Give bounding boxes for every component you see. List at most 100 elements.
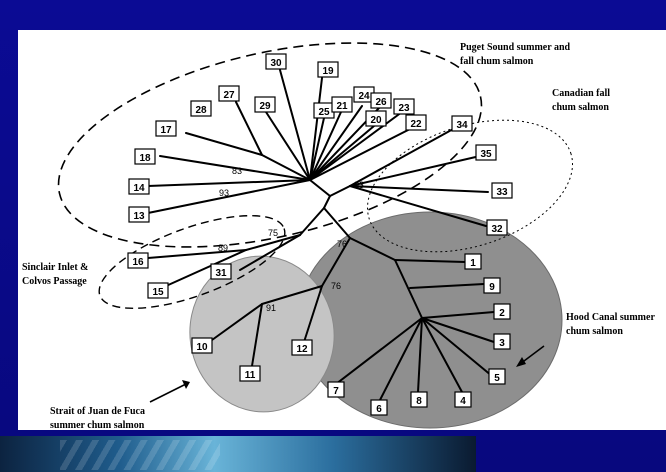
svg-text:27: 27 (223, 90, 235, 101)
leaf-3: 3 (493, 333, 511, 350)
canadian-label-line2: chum salmon (552, 102, 609, 113)
figure-panel: 83 93 83 89 75 76 76 91 1 9 2 3 5 4 8 6 … (18, 30, 666, 430)
leaf-31: 31 (210, 263, 232, 280)
svg-text:21: 21 (336, 101, 348, 112)
svg-text:20: 20 (370, 115, 382, 126)
sinclair-label-line2: Colvos Passage (22, 276, 87, 287)
leaf-27: 27 (218, 85, 240, 102)
svg-text:35: 35 (480, 149, 492, 160)
svg-text:32: 32 (491, 224, 503, 235)
leaf-5: 5 (488, 368, 506, 385)
leaf-7: 7 (327, 381, 345, 398)
leaf-14: 14 (128, 178, 150, 195)
leaf-16: 16 (127, 252, 149, 269)
svg-text:30: 30 (270, 58, 282, 69)
svg-text:24: 24 (358, 91, 370, 102)
leaf-8: 8 (410, 391, 428, 408)
decorative-dna-banner (0, 436, 476, 472)
bootstrap-value: 76 (337, 239, 347, 249)
puget-label-line2: fall chum salmon (460, 56, 534, 67)
leaf-17: 17 (155, 120, 177, 137)
bootstrap-values: 83 93 83 89 75 76 76 91 (218, 166, 364, 313)
leaf-33: 33 (491, 182, 513, 199)
svg-text:5: 5 (494, 373, 500, 384)
bootstrap-value: 75 (268, 228, 278, 238)
svg-text:22: 22 (410, 119, 422, 130)
leaf-9: 9 (483, 277, 501, 294)
leaf-26: 26 (370, 92, 392, 109)
bootstrap-value: 93 (219, 188, 229, 198)
strait-label-line2: summer chum salmon (50, 420, 145, 430)
leaf-12: 12 (291, 339, 313, 356)
hood-label-line2: chum salmon (566, 326, 623, 337)
canadian-region (366, 119, 574, 253)
bootstrap-value: 89 (218, 243, 228, 253)
leaf-2: 2 (493, 303, 511, 320)
svg-text:33: 33 (496, 187, 508, 198)
svg-text:13: 13 (133, 211, 145, 222)
svg-text:14: 14 (133, 183, 145, 194)
sinclair-label-line1: Sinclair Inlet & (22, 262, 88, 273)
leaf-30: 30 (265, 53, 287, 70)
bootstrap-value: 76 (331, 281, 341, 291)
puget-label-line1: Puget Sound summer and (460, 42, 571, 53)
leaf-10: 10 (191, 337, 213, 354)
canadian-label-line1: Canadian fall (552, 88, 610, 99)
leaf-19: 19 (317, 61, 339, 78)
leaf-18: 18 (134, 148, 156, 165)
svg-text:3: 3 (499, 338, 505, 349)
svg-text:19: 19 (322, 66, 334, 77)
hood-label-line1: Hood Canal summer (566, 312, 655, 323)
svg-text:16: 16 (132, 257, 144, 268)
svg-text:2: 2 (499, 308, 505, 319)
svg-text:1: 1 (470, 258, 476, 269)
svg-text:4: 4 (460, 396, 466, 407)
svg-text:10: 10 (196, 342, 208, 353)
bootstrap-value: 83 (232, 166, 242, 176)
sinclair-region (98, 214, 286, 310)
svg-text:8: 8 (416, 396, 422, 407)
strait-label-line1: Strait of Juan de Fuca (50, 406, 145, 417)
leaf-28: 28 (190, 100, 212, 117)
dendrogram: 83 93 83 89 75 76 76 91 1 9 2 3 5 4 8 6 … (22, 42, 655, 430)
group-labels: Puget Sound summer and fall chum salmon … (22, 42, 655, 430)
leaf-1: 1 (464, 253, 482, 270)
svg-text:9: 9 (489, 282, 495, 293)
svg-text:34: 34 (456, 120, 468, 131)
svg-text:23: 23 (398, 103, 410, 114)
svg-text:31: 31 (215, 268, 227, 279)
leaf-29: 29 (254, 96, 276, 113)
bootstrap-value: 83 (354, 180, 364, 190)
tree-branches (147, 69, 495, 401)
leaf-21: 21 (331, 96, 353, 113)
svg-text:15: 15 (152, 287, 164, 298)
svg-text:6: 6 (376, 404, 382, 415)
svg-text:12: 12 (296, 344, 308, 355)
leaf-6: 6 (370, 399, 388, 416)
svg-text:29: 29 (259, 101, 271, 112)
strait-region (189, 255, 335, 413)
svg-text:26: 26 (375, 97, 387, 108)
leaf-22: 22 (405, 114, 427, 131)
leaf-23: 23 (393, 98, 415, 115)
leaf-11: 11 (239, 365, 261, 382)
pointer-arrows (149, 345, 545, 403)
svg-text:7: 7 (333, 386, 339, 397)
svg-text:18: 18 (139, 153, 151, 164)
leaf-25: 25 (313, 102, 335, 119)
leaf-4: 4 (454, 391, 472, 408)
dna-helix-graphic (60, 440, 220, 470)
svg-text:28: 28 (195, 105, 207, 116)
leaf-35: 35 (475, 144, 497, 161)
bootstrap-value: 91 (266, 303, 276, 313)
svg-text:11: 11 (245, 370, 256, 381)
svg-text:25: 25 (318, 107, 330, 118)
leaf-labels: 1 9 2 3 5 4 8 6 7 12 10 11 31 16 15 13 1… (127, 53, 513, 416)
svg-text:17: 17 (160, 125, 172, 136)
leaf-20: 20 (365, 110, 387, 127)
puget-sound-region (57, 42, 483, 248)
leaf-34: 34 (451, 115, 473, 132)
leaf-32: 32 (486, 219, 508, 236)
leaf-13: 13 (128, 206, 150, 223)
